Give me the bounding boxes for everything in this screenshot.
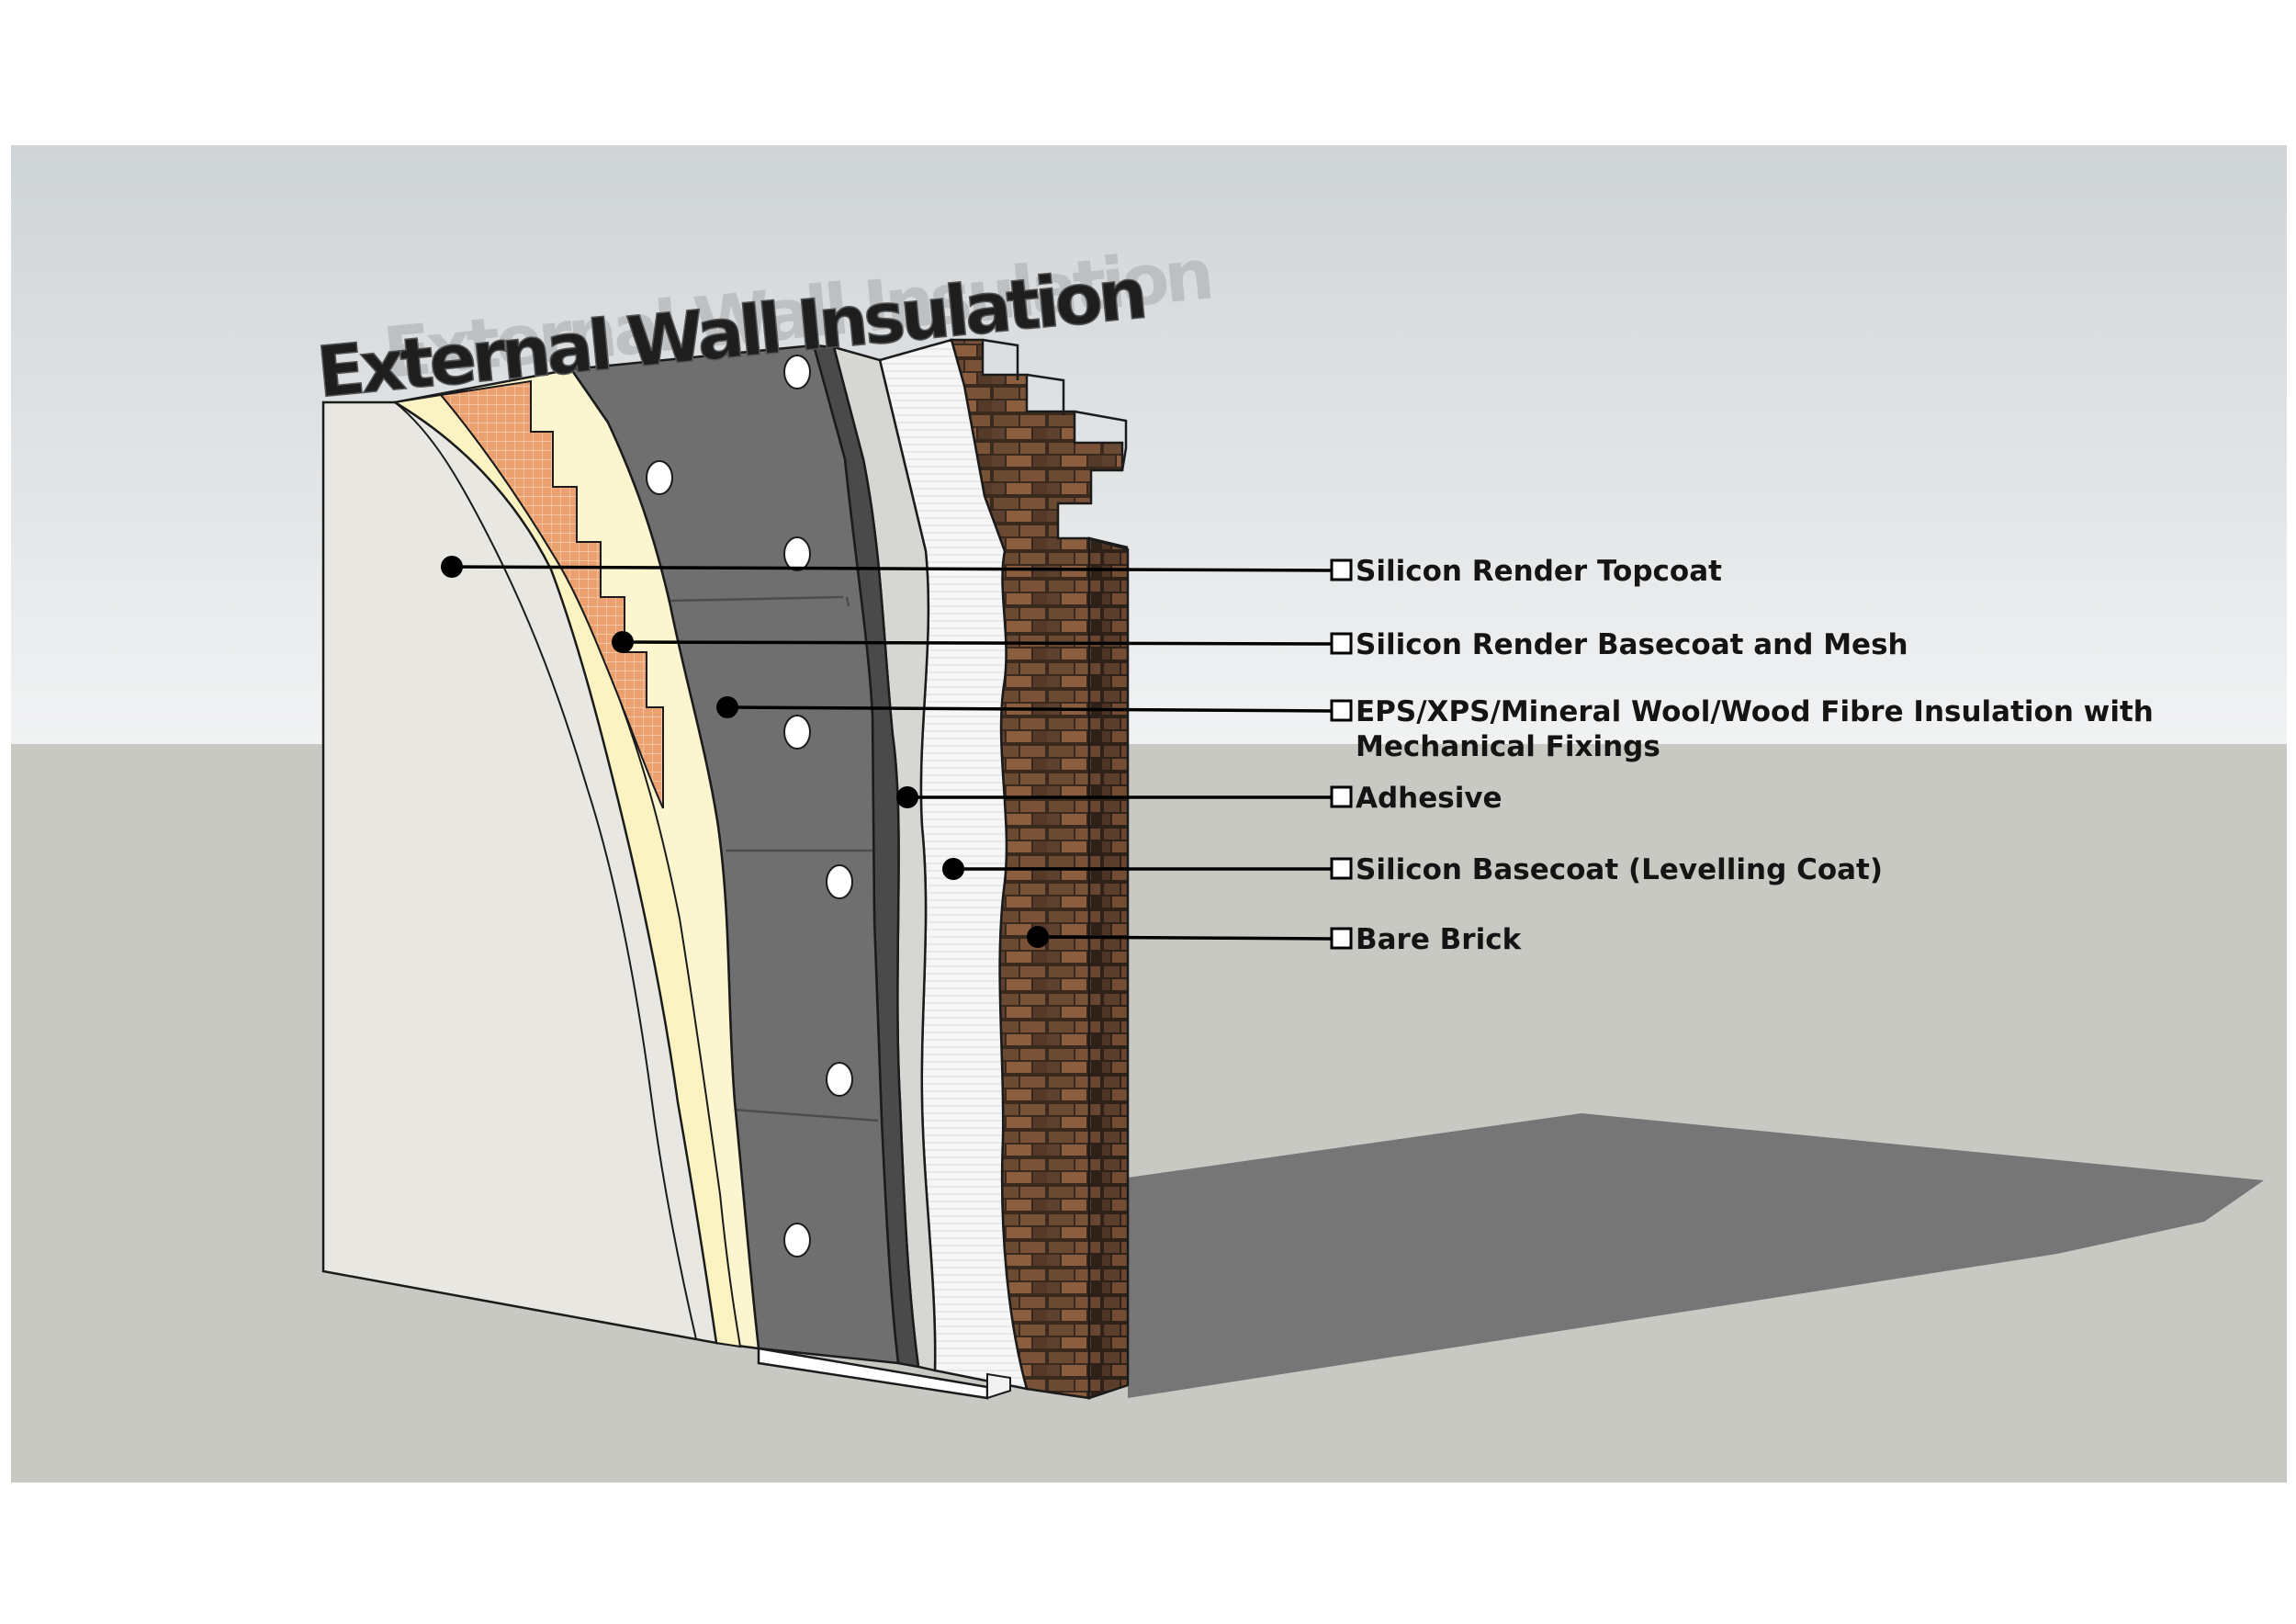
mechanical-fixings [646, 355, 853, 1257]
leader-dot [1027, 926, 1049, 948]
brick-top-steps [982, 338, 1129, 549]
fixing-dowel [826, 1062, 853, 1097]
leader-dot [942, 858, 964, 880]
fixing-dowel [826, 864, 853, 899]
legend-label: Adhesive [1356, 782, 1503, 815]
render-topcoat-layer [321, 400, 718, 1345]
fixing-dowel [783, 1223, 811, 1257]
leader-line [1037, 935, 1333, 941]
legend-item-basecoat-mesh: Silicon Render Basecoat and Mesh [612, 628, 1908, 661]
legend-checkbox-icon [1330, 558, 1353, 581]
legend-item-levelling: Silicon Basecoat (Levelling Coat) [942, 853, 1883, 886]
legend-item-insulation: EPS/XPS/Mineral Wool/Wood Fibre Insulati… [716, 695, 2154, 763]
legend-item-brick: Bare Brick [1027, 923, 1523, 956]
legend-label: Mechanical Fixings [1356, 730, 1660, 763]
leader-dot [612, 631, 634, 653]
leader-dot [716, 696, 738, 718]
bare-brick-side [1087, 536, 1130, 1400]
legend-label: Silicon Render Basecoat and Mesh [1356, 628, 1908, 661]
fixing-dowel [783, 536, 811, 571]
fixing-dowel [646, 460, 673, 495]
legend-checkbox-icon [1330, 785, 1353, 808]
leader-line [451, 565, 1333, 572]
legend-item-topcoat: Silicon Render Topcoat [441, 555, 1722, 588]
legend-label: Bare Brick [1356, 923, 1523, 956]
insulation-board-joints [670, 595, 879, 1122]
leader-dot [441, 556, 463, 578]
legend-item-adhesive: Adhesive [896, 782, 1503, 815]
fixing-dowel [783, 355, 811, 389]
wall-shadow [1128, 1113, 2264, 1398]
legend-label: EPS/XPS/Mineral Wool/Wood Fibre Insulati… [1356, 695, 2154, 728]
legend-checkbox-icon [1330, 632, 1353, 655]
legend-label: Silicon Render Topcoat [1356, 555, 1722, 588]
legend-checkbox-icon [1330, 927, 1353, 950]
fixing-dowel [783, 715, 811, 750]
topcoat-edge-line [394, 401, 697, 1340]
legend-checkbox-icon [1330, 857, 1353, 880]
legend-label: Silicon Basecoat (Levelling Coat) [1356, 853, 1883, 886]
leader-dot [896, 786, 918, 808]
legend-checkbox-icon [1330, 699, 1353, 722]
leader-line [622, 640, 1333, 646]
starter-track-lip [986, 1372, 1011, 1400]
leader-line [726, 705, 1333, 713]
